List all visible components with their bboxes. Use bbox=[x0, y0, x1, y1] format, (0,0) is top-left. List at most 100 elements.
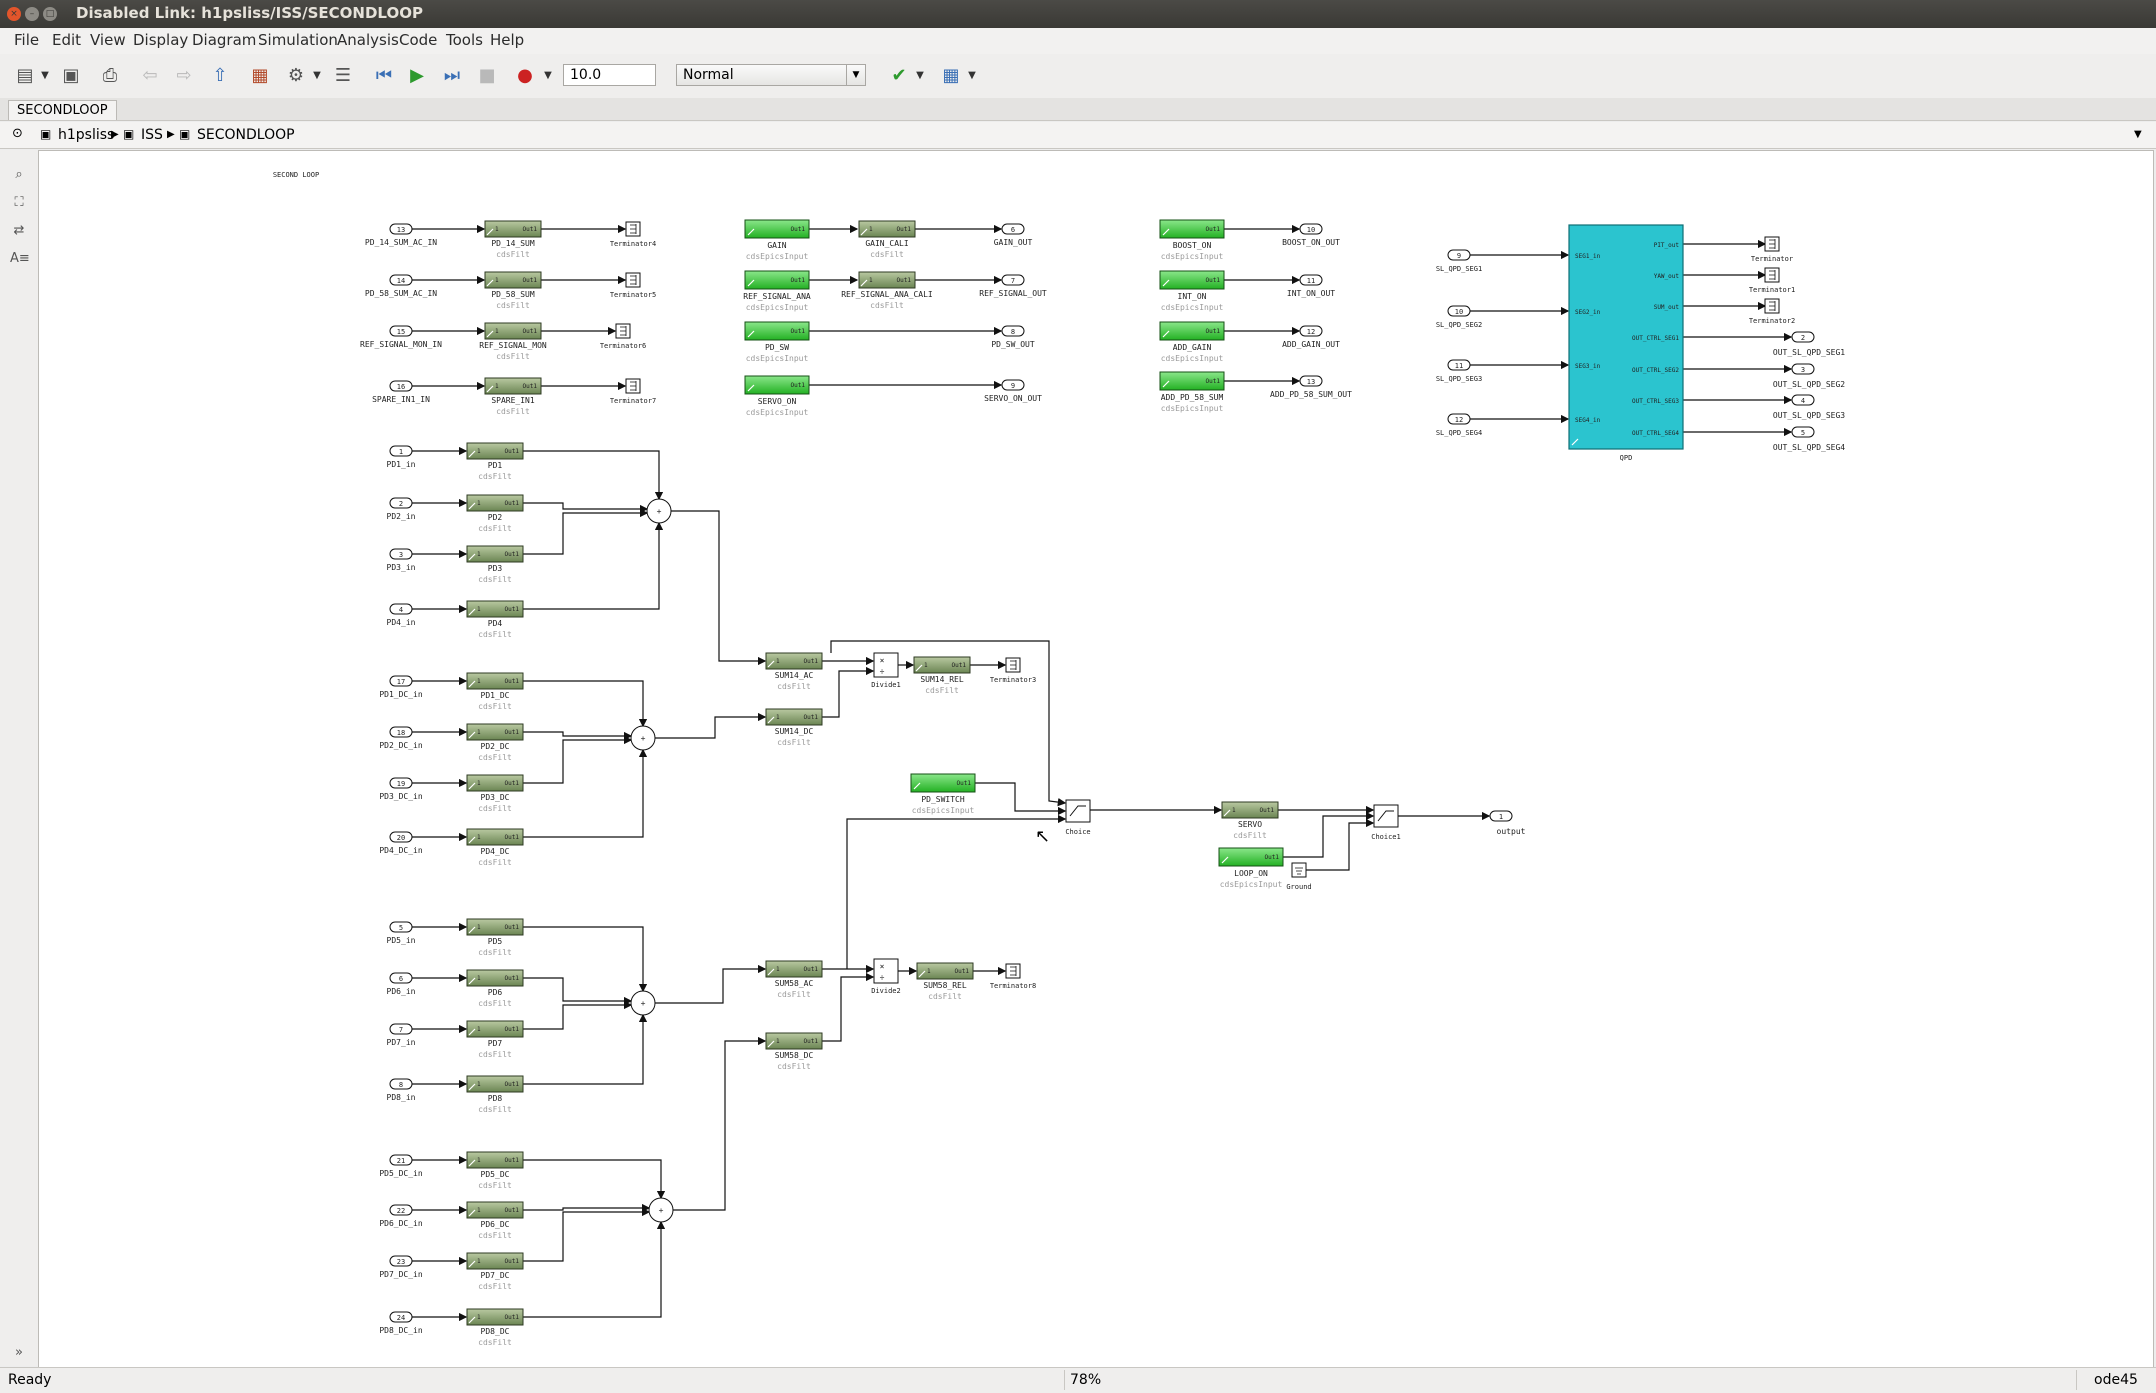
inport[interactable] bbox=[389, 972, 413, 984]
print-icon[interactable]: ⎙ bbox=[102, 65, 118, 86]
check-dropdown-icon[interactable]: ▼ bbox=[916, 70, 924, 81]
inport[interactable] bbox=[389, 1204, 413, 1216]
filter-block[interactable] bbox=[484, 377, 542, 395]
filter-block[interactable] bbox=[466, 494, 524, 512]
step-forward-icon[interactable]: ⏭ bbox=[443, 65, 461, 86]
inport[interactable] bbox=[1447, 359, 1471, 371]
outport[interactable] bbox=[1791, 426, 1815, 438]
filter-block[interactable] bbox=[466, 918, 524, 936]
outport[interactable] bbox=[1299, 325, 1323, 337]
outport[interactable] bbox=[1791, 331, 1815, 343]
outport[interactable] bbox=[1299, 375, 1323, 387]
record-dropdown-icon[interactable]: ▼ bbox=[544, 70, 552, 81]
inport[interactable] bbox=[389, 497, 413, 509]
epics-input-block[interactable] bbox=[910, 773, 976, 793]
epics-input-block[interactable] bbox=[744, 375, 810, 395]
inport[interactable] bbox=[389, 921, 413, 933]
filter-block[interactable] bbox=[466, 1252, 524, 1270]
back-icon[interactable]: ⇦ bbox=[142, 65, 158, 86]
inport[interactable] bbox=[389, 1154, 413, 1166]
filter-block[interactable] bbox=[466, 1151, 524, 1169]
qpd-block[interactable] bbox=[1568, 224, 1684, 450]
fit-view-icon[interactable]: ⛶ bbox=[14, 195, 24, 210]
outport[interactable] bbox=[1489, 810, 1513, 822]
breadcrumb-h1psliss[interactable]: h1psliss bbox=[58, 127, 115, 143]
tab-secondloop[interactable]: SECONDLOOP bbox=[8, 100, 117, 120]
record-icon[interactable]: ● bbox=[517, 65, 533, 86]
choice1-switch-block[interactable] bbox=[1373, 804, 1399, 828]
divide-block[interactable] bbox=[873, 958, 899, 984]
maximize-window-icon[interactable]: □ bbox=[43, 7, 57, 21]
inport[interactable] bbox=[1447, 249, 1471, 261]
ground-block[interactable] bbox=[1291, 862, 1307, 878]
inport[interactable] bbox=[389, 1023, 413, 1035]
outport[interactable] bbox=[1299, 223, 1323, 235]
annotation-icon[interactable]: A≡ bbox=[10, 251, 30, 266]
epics-input-block[interactable] bbox=[744, 270, 810, 290]
filter-block[interactable] bbox=[765, 960, 823, 978]
config-params-icon[interactable]: ⚙ bbox=[287, 65, 305, 86]
outport[interactable] bbox=[1001, 223, 1025, 235]
filter-block[interactable] bbox=[858, 271, 916, 289]
breadcrumb-dropdown-icon[interactable]: ▼ bbox=[2134, 129, 2142, 140]
filter-block[interactable] bbox=[466, 1020, 524, 1038]
sum-block[interactable] bbox=[646, 498, 672, 524]
hide-explorer-icon[interactable]: ⊙ bbox=[12, 126, 23, 141]
config-dropdown-icon[interactable]: ▼ bbox=[313, 70, 321, 81]
sim-mode-select[interactable]: Normal ▼ bbox=[676, 64, 866, 86]
menu-diagram[interactable]: Diagram bbox=[192, 31, 257, 49]
inport[interactable] bbox=[389, 380, 413, 392]
inport[interactable] bbox=[389, 548, 413, 560]
menu-edit[interactable]: Edit bbox=[52, 31, 82, 49]
filter-block[interactable] bbox=[765, 1032, 823, 1050]
sum-block[interactable] bbox=[630, 725, 656, 751]
filter-block[interactable] bbox=[466, 774, 524, 792]
filter-block[interactable] bbox=[765, 708, 823, 726]
inport[interactable] bbox=[1447, 305, 1471, 317]
menu-analysis[interactable]: Analysis bbox=[337, 31, 399, 49]
inport[interactable] bbox=[389, 325, 413, 337]
close-window-icon[interactable]: × bbox=[7, 7, 21, 21]
inport[interactable] bbox=[389, 1311, 413, 1323]
epics-input-block[interactable] bbox=[1159, 321, 1225, 341]
library-browser-icon[interactable]: ▦ bbox=[251, 65, 269, 86]
menu-simulation[interactable]: Simulation bbox=[258, 31, 338, 49]
inport[interactable] bbox=[389, 223, 413, 235]
breadcrumb-secondloop[interactable]: SECONDLOOP bbox=[197, 127, 295, 143]
outport[interactable] bbox=[1001, 325, 1025, 337]
filter-block[interactable] bbox=[466, 600, 524, 618]
outport[interactable] bbox=[1299, 274, 1323, 286]
filter-block[interactable] bbox=[1221, 801, 1279, 819]
menu-file[interactable]: File bbox=[14, 31, 40, 49]
menu-code[interactable]: Code bbox=[399, 31, 438, 49]
inport[interactable] bbox=[389, 1255, 413, 1267]
stop-time-input[interactable] bbox=[563, 64, 656, 86]
minimize-window-icon[interactable]: – bbox=[25, 7, 39, 21]
epics-input-block[interactable] bbox=[1159, 371, 1225, 391]
build-dropdown-icon[interactable]: ▼ bbox=[968, 70, 976, 81]
menu-tools[interactable]: Tools bbox=[446, 31, 483, 49]
filter-block[interactable] bbox=[466, 828, 524, 846]
epics-input-block[interactable] bbox=[744, 219, 810, 239]
new-model-icon[interactable]: ▤ bbox=[16, 65, 34, 86]
outport[interactable] bbox=[1791, 394, 1815, 406]
filter-block[interactable] bbox=[484, 271, 542, 289]
stop-icon[interactable]: ■ bbox=[478, 65, 496, 86]
arrows-icon[interactable]: ⇄ bbox=[13, 223, 25, 238]
filter-block[interactable] bbox=[913, 656, 971, 674]
choice-switch-block[interactable] bbox=[1065, 799, 1091, 823]
epics-input-block[interactable] bbox=[1218, 847, 1284, 867]
filter-block[interactable] bbox=[916, 962, 974, 980]
filter-block[interactable] bbox=[858, 220, 916, 238]
filter-block[interactable] bbox=[466, 442, 524, 460]
zoom-icon[interactable]: ⌕ bbox=[15, 167, 23, 182]
filter-block[interactable] bbox=[466, 969, 524, 987]
inport[interactable] bbox=[389, 777, 413, 789]
inport[interactable] bbox=[389, 726, 413, 738]
inport[interactable] bbox=[389, 1078, 413, 1090]
filter-block[interactable] bbox=[466, 1308, 524, 1326]
divide-block[interactable] bbox=[873, 652, 899, 678]
filter-block[interactable] bbox=[484, 220, 542, 238]
